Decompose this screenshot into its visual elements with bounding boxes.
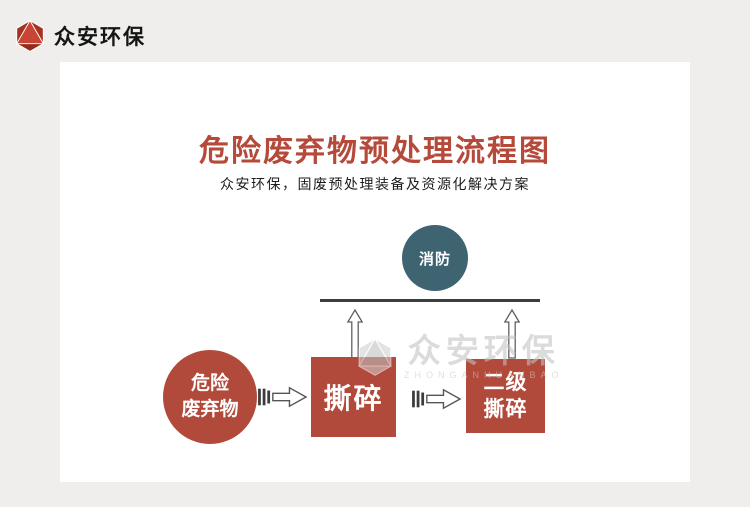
fire-node: 消防 [402,225,468,291]
shred-node-label: 撕碎 [323,383,384,414]
secondary-shred-line1: 二级 [483,370,528,394]
brand: 众安环保 [14,20,146,52]
brand-name: 众安环保 [54,26,146,49]
connector-line [320,299,540,302]
fire-node-label: 消防 [418,250,451,268]
up-arrow-icon [347,308,363,359]
content-card: 危险废弃物预处理流程图 众安环保，固废预处理装备及资源化解决方案 消防 危险 废… [60,62,690,482]
source-node-line2: 废弃物 [181,399,239,420]
source-node: 危险 废弃物 [163,350,257,444]
shred-node: 撕碎 [311,357,396,437]
secondary-shred-node: 二级 撕碎 [466,359,545,433]
source-node-line1: 危险 [190,373,229,395]
secondary-shred-line2: 撕碎 [483,398,528,421]
page-title: 危险废弃物预处理流程图 [199,135,551,168]
flow-arrow-icon [412,388,462,410]
page-subtitle: 众安环保，固废预处理装备及资源化解决方案 [220,178,530,193]
flow-arrow-icon [258,386,308,408]
up-arrow-icon [504,308,520,359]
brand-gem-icon [15,20,45,52]
